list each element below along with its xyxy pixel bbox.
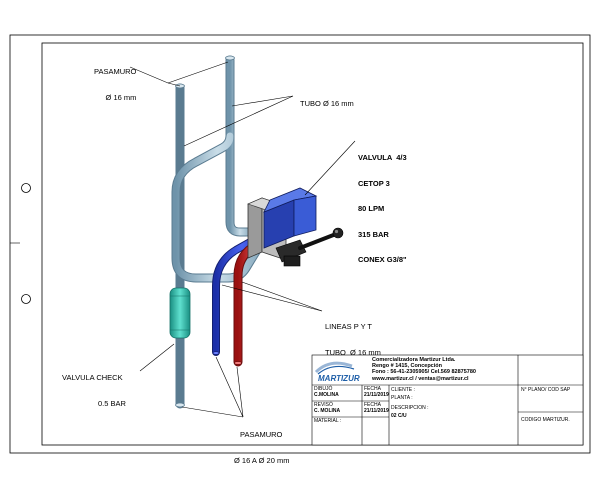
- fecha2-label: FECHA: [364, 402, 381, 408]
- dibujo-label: DIBUJÓ: [314, 386, 333, 392]
- label-valvula-line1: VALVULA 4/3: [358, 153, 407, 162]
- fecha1-cell: FECHA 21/11/2019: [364, 386, 389, 398]
- company-name: Comercializadora Martizur Ltda.: [372, 357, 456, 363]
- check-valve-body: [169, 287, 191, 339]
- fecha1-label: FECHA: [364, 386, 381, 392]
- label-check-line2: 0.5 BAR: [98, 398, 126, 408]
- martizur-logo-mark: [314, 361, 355, 375]
- plano-label: N° PLANO/ COD SAP: [521, 387, 571, 393]
- dibujo-value: C.MOLINA: [314, 391, 339, 398]
- reviso-label: REVISÓ: [314, 402, 333, 408]
- fecha2-value: 21/11/2019: [364, 407, 389, 414]
- logo-text: MARTIZUR: [318, 374, 360, 383]
- label-tubo-top-text: TUBO Ø 16 mm: [300, 98, 354, 108]
- label-pasamuro-bottom-line2: Ø 16 A Ø 20 mm: [234, 455, 290, 465]
- label-tubo-top: TUBO Ø 16 mm: [296, 91, 354, 108]
- label-pasamuro-top: PASAMURO Ø 16 mm: [94, 51, 136, 111]
- label-pasamuro-top-line2: Ø 16 mm: [105, 92, 137, 102]
- label-check: VALVULA CHECK 0.5 BAR: [62, 357, 126, 417]
- reviso-value: C. MOLINA: [314, 407, 341, 414]
- label-valvula-line4: 315 BAR: [358, 229, 389, 239]
- sheet-outer-border: [9, 34, 591, 454]
- pressure-line-blue: [212, 228, 272, 356]
- directional-valve-4-3: [247, 187, 344, 267]
- fecha1-value: 21/11/2019: [364, 391, 389, 398]
- codigo-label: CODIGO MARTIZUR.: [521, 417, 570, 423]
- label-check-line1: VALVULA CHECK: [62, 373, 123, 382]
- material-label: MATERIAL :: [314, 418, 342, 424]
- company-info: Comercializadora Martizur Ltda. Rengo # …: [372, 357, 476, 382]
- label-valvula: VALVULA 4/3 CETOP 3 80 LPM 315 BAR CONEX…: [358, 137, 407, 273]
- descripcion-value: 02 C/U: [391, 413, 407, 419]
- company-web: www.martizur.cl / ventas@martizur.cl: [372, 375, 469, 382]
- label-pasamuro-bottom: PASAMURO Ø 16 A Ø 20 mm: [234, 414, 289, 474]
- cliente-label: CLIENTE :: [391, 387, 415, 393]
- punch-hole-bottom: [21, 294, 31, 304]
- descripcion-label: DESCRIPCION :: [391, 405, 429, 411]
- label-lineas-line2: TUBO Ø 16 mm: [325, 347, 381, 357]
- label-pasamuro-bottom-line1: PASAMURO: [240, 430, 283, 439]
- title-block-frame: [311, 354, 584, 446]
- reviso-cell: REVISÓ C. MOLINA: [314, 402, 341, 414]
- dibujo-cell: DIBUJÓ C.MOLINA: [314, 386, 339, 398]
- label-valvula-line3: 80 LPM: [358, 204, 385, 213]
- planta-label: PLANTA :: [391, 395, 413, 401]
- leader-lines: [129, 61, 356, 418]
- fecha2-cell: FECHA 21/11/2019: [364, 402, 389, 414]
- punch-hole-top: [21, 183, 31, 193]
- label-lineas-line1: LINEAS P Y T: [325, 322, 372, 331]
- label-lineas: LINEAS P Y T TUBO Ø 16 mm: [325, 306, 381, 366]
- label-pasamuro-top-line1: PASAMURO: [94, 67, 137, 76]
- label-valvula-line5: CONEX G3/8": [358, 255, 407, 264]
- company-address: Rengo # 1415, Concepción: [372, 363, 442, 370]
- company-phone: Fono : 56-41-2305905/ Cel.569 82875780: [372, 369, 476, 376]
- label-valvula-line2: CETOP 3: [358, 178, 390, 188]
